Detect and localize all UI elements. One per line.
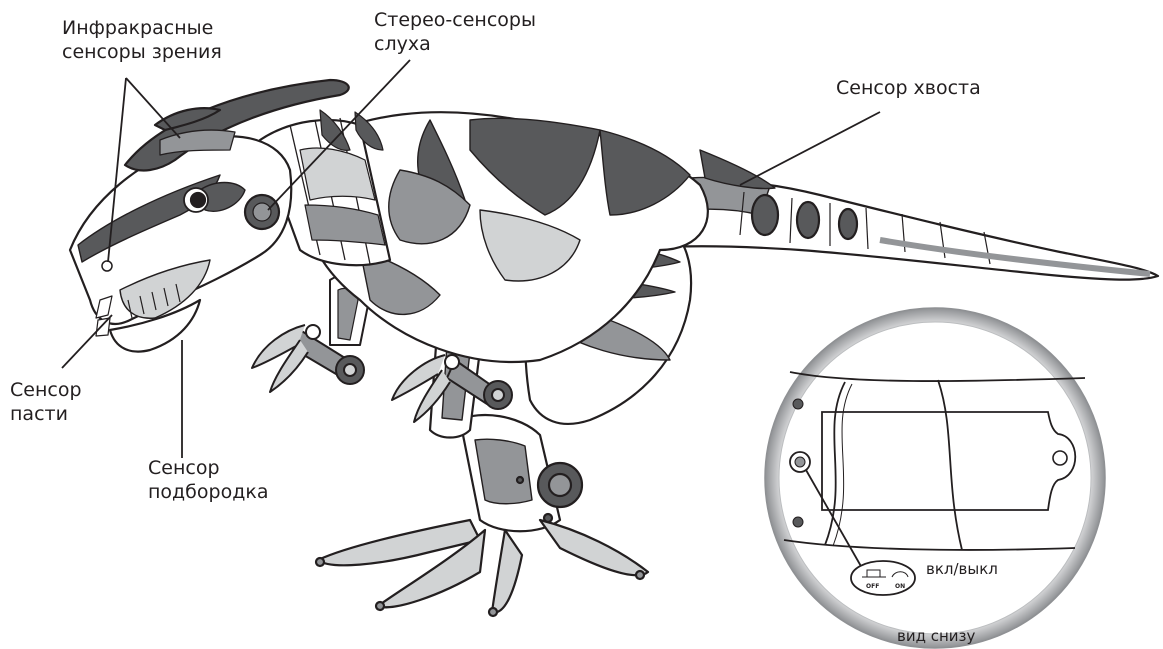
mouth-sensor-leader bbox=[62, 315, 112, 368]
stereo-sensors-label: Стерео-сенсоры слуха bbox=[374, 8, 536, 56]
off-on-switch-badge bbox=[851, 561, 915, 595]
dinosaur-tail bbox=[640, 150, 1158, 280]
stereo-sensors-label-line1: Стерео-сенсоры bbox=[374, 8, 536, 32]
tail-sensor-leader bbox=[740, 112, 880, 185]
ir-sensors-label: Инфракрасные сенсоры зрения bbox=[62, 16, 222, 64]
power-switch-label: вкл/выкл bbox=[926, 560, 998, 578]
bottom-view-label: вид снизу bbox=[897, 627, 975, 645]
bottom-view-inset: OFF ON bbox=[765, 308, 1105, 648]
ir-sensor-leader-right bbox=[126, 78, 180, 138]
power-switch-label-text: вкл/выкл bbox=[926, 560, 998, 578]
ir-sensors-label-line2: сенсоры зрения bbox=[62, 40, 222, 64]
chin-sensor-label: Сенсор подбородка bbox=[148, 456, 268, 504]
tail-sensor-label-text: Сенсор хвоста bbox=[836, 76, 981, 100]
stereo-sensors-label-line2: слуха bbox=[374, 32, 536, 56]
switch-on-text: ON bbox=[895, 583, 905, 590]
bottom-view-label-text: вид снизу bbox=[897, 627, 975, 645]
mouth-sensor-label-line2: пасти bbox=[10, 402, 82, 426]
switch-off-text: OFF bbox=[866, 583, 879, 590]
mouth-sensor-label-line1: Сенсор bbox=[10, 378, 82, 402]
chin-sensor-label-line2: подбородка bbox=[148, 480, 268, 504]
chin-sensor-label-line1: Сенсор bbox=[148, 456, 268, 480]
mouth-sensor-label: Сенсор пасти bbox=[10, 378, 82, 426]
tail-sensor-label: Сенсор хвоста bbox=[836, 76, 981, 100]
ir-sensors-label-line1: Инфракрасные bbox=[62, 16, 222, 40]
